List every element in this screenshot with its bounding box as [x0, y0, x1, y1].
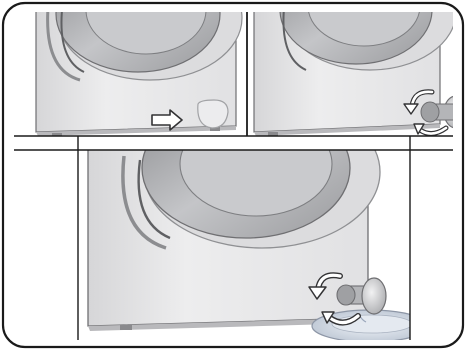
- pump-filter-cap: [362, 278, 386, 314]
- panel-step-1: [14, 0, 244, 137]
- panel-step-2: [250, 0, 466, 136]
- filter-cover-hatch: [198, 100, 228, 128]
- machine-foot: [120, 325, 132, 330]
